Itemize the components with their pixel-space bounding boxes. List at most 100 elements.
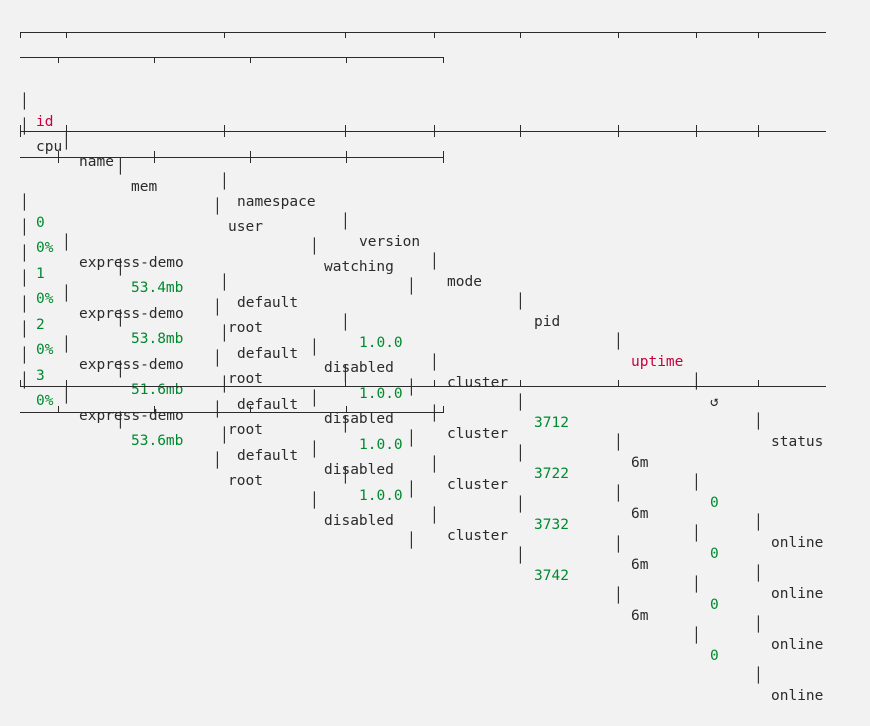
border-tick xyxy=(66,380,67,386)
table-top-border xyxy=(20,32,826,33)
process-id: 0 xyxy=(36,215,45,231)
process-pid: 3742 xyxy=(534,568,569,584)
process-id: 1 xyxy=(36,266,45,282)
table-row-wrap: │ 0% │ 51.6mb │ root │ disabled │ xyxy=(20,322,416,498)
border-tick xyxy=(443,406,444,412)
border-tick xyxy=(758,380,759,386)
header-name: name xyxy=(79,154,114,170)
process-pid: 3722 xyxy=(534,466,569,482)
process-watching: disabled xyxy=(324,360,394,376)
border-tick xyxy=(250,151,251,163)
process-version: 1.0.0 xyxy=(359,437,403,453)
process-mem: 51.6mb xyxy=(131,382,184,398)
process-restarts: 0 xyxy=(710,495,719,511)
border-tick xyxy=(250,57,251,63)
process-watching: disabled xyxy=(324,513,394,529)
process-cpu: 0% xyxy=(36,342,54,358)
border-tick xyxy=(345,380,346,386)
header-uptime: uptime xyxy=(631,354,684,370)
table-bottom-border xyxy=(20,386,826,387)
border-tick xyxy=(346,57,347,63)
table-row-wrap: │ 0% │ 53.8mb │ root │ disabled │ xyxy=(20,271,416,447)
process-uptime: 6m xyxy=(631,455,649,471)
border-tick xyxy=(696,380,697,386)
process-name: express-demo xyxy=(79,306,184,322)
border-tick xyxy=(345,32,346,38)
table-top-border-wrap xyxy=(20,57,444,58)
table-row[interactable]: │ 1 │ express-demo │ default │ 1.0.0 │ c… xyxy=(20,246,824,602)
table-row-wrap: │ 0% │ 53.6mb │ root │ disabled │ xyxy=(20,373,416,549)
process-namespace: default xyxy=(237,448,299,464)
header-row: │ id │ name │ namespace │ version │ mode… xyxy=(20,94,824,450)
process-mem: 53.4mb xyxy=(131,280,184,296)
border-tick xyxy=(434,32,435,38)
border-tick xyxy=(346,151,347,163)
border-tick xyxy=(696,32,697,38)
border-tick xyxy=(345,125,346,137)
process-uptime: 6m xyxy=(631,557,649,573)
process-user: root xyxy=(228,320,263,336)
process-cpu: 0% xyxy=(36,393,54,409)
border-tick xyxy=(58,151,59,163)
header-cpu: cpu xyxy=(36,139,63,155)
header-status: status xyxy=(771,434,824,450)
header-separator xyxy=(20,131,826,132)
border-tick xyxy=(520,380,521,386)
process-name: express-demo xyxy=(79,255,184,271)
header-row-wrap: │ cpu │ mem │ user │ watching │ xyxy=(20,119,416,295)
process-mode: cluster xyxy=(447,528,509,544)
border-tick xyxy=(154,57,155,63)
border-tick xyxy=(20,380,21,386)
border-tick xyxy=(224,380,225,386)
border-tick xyxy=(154,151,155,163)
table-row-wrap: │ 0% │ 53.4mb │ root │ disabled │ xyxy=(20,220,416,396)
process-version: 1.0.0 xyxy=(359,488,403,504)
table-row[interactable]: │ 2 │ express-demo │ default │ 1.0.0 │ c… xyxy=(20,297,824,653)
border-tick xyxy=(250,406,251,412)
process-version: 1.0.0 xyxy=(359,335,403,351)
border-tick xyxy=(434,125,435,137)
process-mem: 53.6mb xyxy=(131,433,184,449)
table-row[interactable]: │ 3 │ express-demo │ default │ 1.0.0 │ c… xyxy=(20,348,824,704)
process-cpu: 0% xyxy=(36,291,54,307)
process-restarts: 0 xyxy=(710,597,719,613)
header-version: version xyxy=(359,234,421,250)
process-namespace: default xyxy=(237,397,299,413)
header-user: user xyxy=(228,219,263,235)
border-tick xyxy=(224,32,225,38)
process-watching: disabled xyxy=(324,462,394,478)
process-mode: cluster xyxy=(447,375,509,391)
border-tick xyxy=(520,125,521,137)
process-user: root xyxy=(228,473,263,489)
process-restarts: 0 xyxy=(710,648,719,664)
border-tick xyxy=(520,32,521,38)
process-name: express-demo xyxy=(79,408,184,424)
border-tick xyxy=(696,125,697,137)
process-status: online xyxy=(771,586,824,602)
header-separator-wrap xyxy=(20,157,444,158)
header-restarts-icon: ↺ xyxy=(710,394,719,410)
process-id: 2 xyxy=(36,317,45,333)
header-mode: mode xyxy=(447,274,482,290)
process-uptime: 6m xyxy=(631,608,649,624)
border-tick xyxy=(66,32,67,38)
process-status: online xyxy=(771,535,824,551)
process-user: root xyxy=(228,371,263,387)
border-tick xyxy=(20,32,21,38)
process-id: 3 xyxy=(36,368,45,384)
border-tick xyxy=(618,125,619,137)
process-restarts: 0 xyxy=(710,546,719,562)
process-user: root xyxy=(228,422,263,438)
process-namespace: default xyxy=(237,295,299,311)
border-tick xyxy=(618,380,619,386)
border-tick xyxy=(618,32,619,38)
table-row[interactable]: │ 0 │ express-demo │ default │ 1.0.0 │ c… xyxy=(20,195,824,551)
process-status: online xyxy=(771,688,824,704)
border-tick xyxy=(224,125,225,137)
pm2-process-table: │ id │ name │ namespace │ version │ mode… xyxy=(20,20,860,704)
border-tick xyxy=(443,151,444,163)
process-watching: disabled xyxy=(324,411,394,427)
header-id: id xyxy=(36,114,54,130)
border-tick xyxy=(758,125,759,137)
border-tick xyxy=(154,406,155,412)
